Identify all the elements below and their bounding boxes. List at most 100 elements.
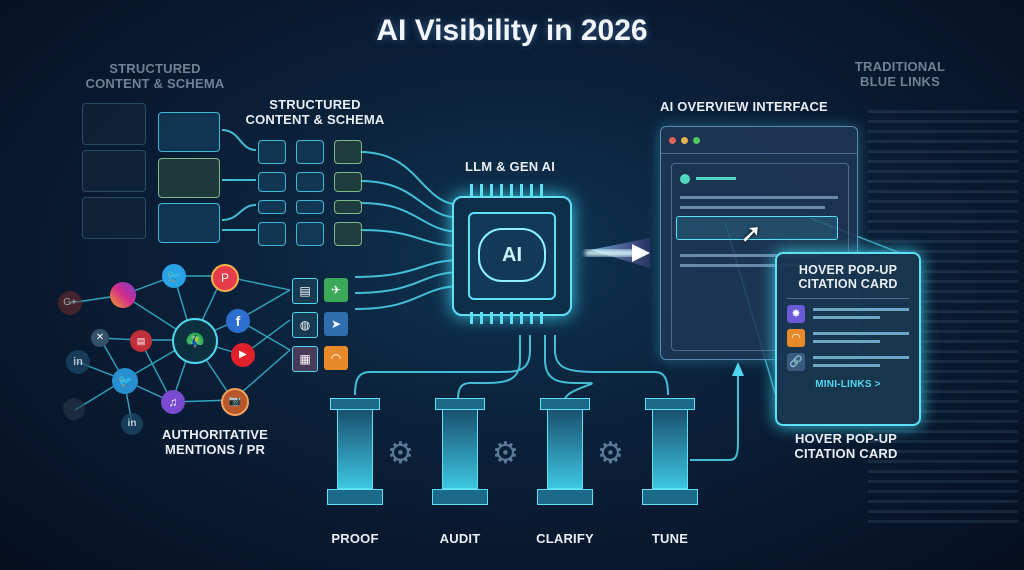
chip-pins-top <box>470 184 550 196</box>
table-icon: ▦ <box>292 346 318 372</box>
camera-icon: 📷 <box>221 388 249 416</box>
popup-caption: HOVER POP-UP CITATION CARD <box>775 431 917 462</box>
gear-icon: ⚙ <box>387 437 414 470</box>
overview-content <box>671 163 849 351</box>
schema-document-card <box>158 158 220 198</box>
text-line <box>680 264 800 267</box>
pillar-clarify <box>535 398 595 505</box>
structured-label: STRUCTURED CONTENT & SCHEMA <box>235 97 395 128</box>
reddit-icon <box>63 398 85 420</box>
pillar-audit <box>430 398 490 505</box>
globe-icon: ◍ <box>292 312 318 338</box>
gear-icon: ⚙ <box>492 437 519 470</box>
pillars-row: ⚙ ⚙ ⚙ <box>325 398 745 538</box>
label-line: MENTIONS / PR <box>164 441 266 457</box>
schema-cell <box>296 222 324 246</box>
pillar-label: CLARIFY <box>536 531 594 546</box>
structured-faded-label: STRUCTURED CONTENT & SCHEMA <box>80 61 230 92</box>
text-line <box>680 196 838 199</box>
schema-cell <box>334 172 362 192</box>
plane-icon: ✈ <box>324 278 348 302</box>
schema-cell <box>334 140 362 164</box>
peacock-hub-icon: 🦚 <box>172 318 218 364</box>
citation-item[interactable]: ◠ <box>787 328 909 347</box>
schema-grid <box>258 140 362 246</box>
label-line: STRUCTURED <box>109 61 201 76</box>
schema-document-card <box>158 203 220 243</box>
cursor-icon: ➚ <box>740 218 762 248</box>
page-title: AI Visibility in 2026 <box>376 14 648 47</box>
schema-cell <box>296 140 324 164</box>
traditional-links-label: TRADITIONAL BLUE LINKS <box>840 59 960 90</box>
chip-text: AI <box>502 244 522 266</box>
twitter-icon: 🐦 <box>162 264 186 288</box>
send-icon: ➤ <box>324 312 348 336</box>
news-icon: ▤ <box>130 330 152 352</box>
text-line <box>696 177 736 180</box>
schema-cell <box>258 200 286 214</box>
source-tiles: ▤ ✈ ◍ ➤ ▦ ◠ <box>292 278 348 372</box>
pillar-label: TUNE <box>651 531 689 546</box>
schema-cell <box>258 172 286 192</box>
citation-popup-card: HOVER POP-UP CITATION CARD ✸ ◠ 🔗 MINI-LI… <box>775 252 921 426</box>
overview-label: AI OVERVIEW INTERFACE <box>660 99 828 114</box>
chip-pins-bottom <box>470 312 550 324</box>
document-icon: ▤ <box>292 278 318 304</box>
google-plus-icon: G+ <box>58 291 82 315</box>
pillar-proof <box>325 398 385 505</box>
splash-icon: ✸ <box>787 304 805 323</box>
ai-chip: AI <box>452 196 572 316</box>
faded-document-card <box>82 103 146 145</box>
label-line: CONTENT & SCHEMA <box>245 111 385 127</box>
mini-links-link[interactable]: MINI-LINKS > <box>815 378 881 390</box>
faded-document-card <box>82 150 146 192</box>
schema-cell <box>296 200 324 214</box>
rss-icon: ◠ <box>787 328 805 347</box>
pillar-label: AUDIT <box>439 531 481 546</box>
link-icon: 🔗 <box>787 352 805 371</box>
gear-icon: ⚙ <box>597 437 624 470</box>
schema-cell <box>258 140 286 164</box>
chip-core: AI <box>468 212 556 300</box>
brain-icon: AI <box>478 228 546 282</box>
schema-document-card <box>158 112 220 152</box>
label-line: AUTHORITATIVE <box>161 427 269 442</box>
label-line: CITATION CARD <box>798 277 898 292</box>
text-line <box>680 254 820 257</box>
schema-cell <box>258 222 286 246</box>
maximize-dot[interactable] <box>693 136 700 144</box>
label-line: STRUCTURED <box>269 97 361 112</box>
label-line: BLUE LINKS <box>860 73 940 89</box>
twitter-icon: 🐦 <box>112 368 138 394</box>
instagram-icon <box>110 282 136 308</box>
linkedin-icon: in <box>66 350 90 374</box>
divider <box>787 297 909 299</box>
rss-icon: ◠ <box>324 346 348 370</box>
linkedin-icon: in <box>121 413 143 435</box>
schema-cell <box>334 222 362 246</box>
label-line: HOVER POP-UP <box>798 263 898 277</box>
citation-item[interactable]: 🔗 <box>787 352 909 371</box>
citation-item[interactable]: ✸ <box>787 304 909 323</box>
chip-label: LLM & GEN AI <box>464 159 556 174</box>
popup-title: HOVER POP-UP CITATION CARD <box>777 263 919 292</box>
music-icon: ♫ <box>161 390 185 414</box>
avatar <box>680 174 690 184</box>
schema-cell <box>296 172 324 192</box>
pinterest-icon: P <box>211 264 239 292</box>
close-dot[interactable] <box>669 136 676 144</box>
x-icon: ✕ <box>91 329 109 347</box>
label-line: TRADITIONAL <box>854 59 946 74</box>
youtube-icon: ▶ <box>231 343 255 367</box>
schema-cell <box>334 200 362 214</box>
text-line <box>680 206 825 209</box>
mentions-label: AUTHORITATIVE MENTIONS / PR <box>145 427 285 458</box>
pillar-label: PROOF <box>331 531 379 546</box>
label-line: CITATION CARD <box>794 445 898 461</box>
window-titlebar <box>661 127 857 154</box>
label-line: CONTENT & SCHEMA <box>85 75 225 91</box>
pillar-tune <box>640 398 700 505</box>
label-line: HOVER POP-UP <box>794 431 898 446</box>
highlighted-citation[interactable] <box>676 216 838 240</box>
minimize-dot[interactable] <box>681 136 688 144</box>
